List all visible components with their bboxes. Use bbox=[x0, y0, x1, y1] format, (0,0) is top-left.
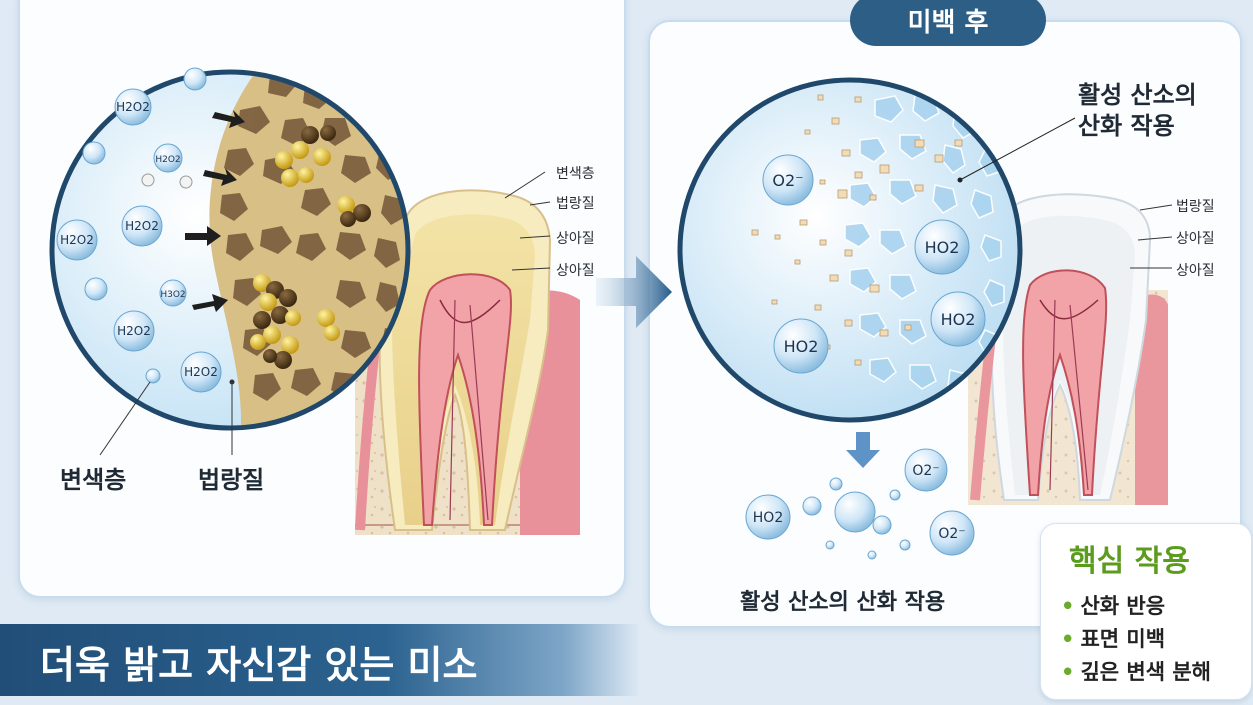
right-circle-molecule-labels: O2⁻ HO2 HO2 HO2 bbox=[772, 171, 975, 356]
left-tooth-label-dentin-2: 상아질 bbox=[556, 263, 595, 279]
released-molecules bbox=[745, 448, 975, 560]
key-action-box: 핵심 작용 •산화 반응 •표면 미백 •깊은 변색 분해 bbox=[1040, 523, 1252, 700]
svg-text:H2O2: H2O2 bbox=[117, 324, 151, 338]
left-tooth bbox=[355, 189, 580, 535]
h2o2-bubbles bbox=[56, 67, 222, 393]
banner-title: 더욱 밝고 자신감 있는 미소 bbox=[40, 643, 478, 687]
key-item-oxidation: •산화 반응 bbox=[1061, 594, 1166, 618]
left-tooth-label-dentin: 상아질 bbox=[556, 231, 595, 247]
svg-text:HO2: HO2 bbox=[753, 510, 783, 526]
penetration-arrows bbox=[185, 110, 245, 312]
svg-text:H2O2: H2O2 bbox=[116, 100, 150, 114]
left-tooth-leaders bbox=[504, 171, 551, 271]
right-tooth-leaders bbox=[1130, 204, 1173, 269]
oxidation-caption: 활성 산소의 산화 작용 bbox=[740, 590, 946, 615]
right-tooth bbox=[968, 193, 1168, 505]
right-tooth-label-dentin-2: 상아질 bbox=[1176, 263, 1215, 279]
h2o2-labels: H2O2 H2O2 H2O2 H2O2 H2O2 H2O2 H3O2 bbox=[60, 100, 218, 379]
left-magnifier: H2O2 H2O2 H2O2 H2O2 H2O2 H2O2 H3O2 bbox=[49, 67, 411, 456]
svg-text:H3O2: H3O2 bbox=[160, 290, 185, 300]
key-item-deep-stain-breakdown: •깊은 변색 분해 bbox=[1061, 660, 1211, 684]
right-magnifier: O2⁻ HO2 HO2 HO2 bbox=[677, 77, 1076, 423]
stain-particles bbox=[250, 125, 371, 369]
svg-text:HO2: HO2 bbox=[925, 238, 960, 257]
left-tooth-label-enamel: 법랑질 bbox=[556, 196, 595, 212]
svg-text:O2⁻: O2⁻ bbox=[912, 463, 939, 479]
right-tooth-label-dentin: 상아질 bbox=[1176, 231, 1215, 247]
callout-discoloration-layer: 변색층 bbox=[60, 466, 127, 494]
transition-arrow bbox=[596, 256, 672, 328]
right-tooth-label-enamel: 법랑질 bbox=[1176, 199, 1215, 215]
bottom-banner: 더욱 밝고 자신감 있는 미소 bbox=[0, 624, 640, 696]
svg-text:O2⁻: O2⁻ bbox=[938, 526, 965, 542]
key-item-surface-whitening: •표면 미백 bbox=[1061, 627, 1166, 651]
left-tooth-label-discoloration: 변색층 bbox=[556, 166, 595, 182]
after-whitening-badge: 미백 후 bbox=[850, 0, 1046, 46]
svg-text:H2O2: H2O2 bbox=[60, 233, 94, 247]
callout-oxidation-line1: 활성 산소의 bbox=[1078, 81, 1197, 109]
key-action-title: 핵심 작용 bbox=[1069, 544, 1190, 579]
callout-enamel: 법랑질 bbox=[198, 466, 265, 494]
svg-text:H2O2: H2O2 bbox=[184, 365, 218, 379]
released-molecule-labels: O2⁻ HO2 O2⁻ bbox=[753, 463, 966, 542]
svg-text:HO2: HO2 bbox=[784, 337, 819, 356]
svg-text:H2O2: H2O2 bbox=[155, 155, 180, 165]
callout-oxidation-line2: 산화 작용 bbox=[1078, 112, 1175, 140]
svg-text:O2⁻: O2⁻ bbox=[772, 171, 803, 190]
release-arrow bbox=[846, 432, 880, 468]
svg-text:H2O2: H2O2 bbox=[125, 219, 159, 233]
svg-text:HO2: HO2 bbox=[941, 310, 976, 329]
